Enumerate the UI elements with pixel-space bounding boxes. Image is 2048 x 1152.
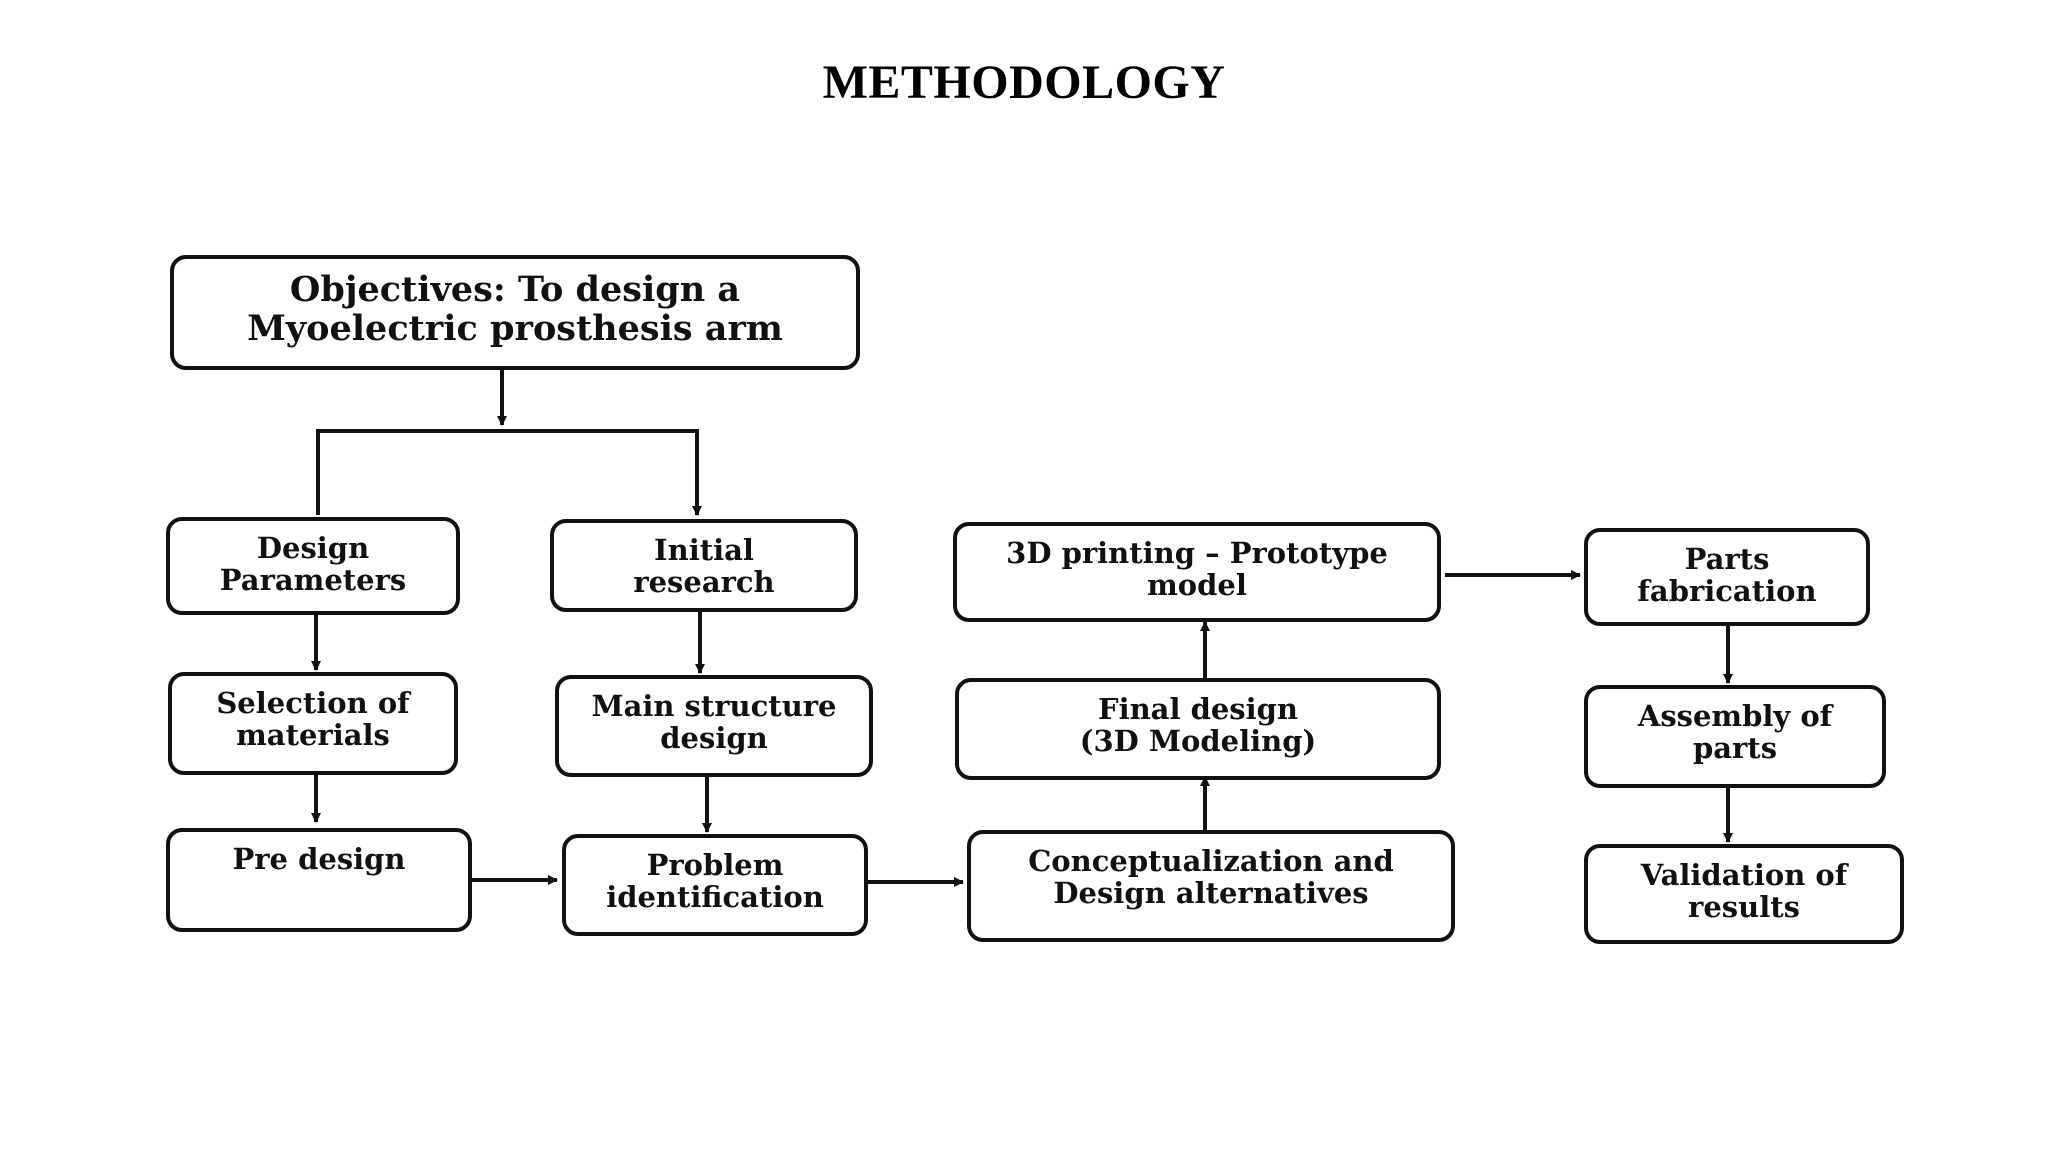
node-main-structure-line2: design (660, 720, 768, 755)
node-problem-line1: Problem (646, 848, 784, 882)
node-printing-line1: 3D printing – Prototype (1006, 536, 1388, 570)
node-parts-fabrication: Parts fabrication (1584, 528, 1870, 626)
node-initial-research-line1: Initial (654, 533, 754, 567)
node-problem-line2: identification (606, 879, 824, 914)
node-initial-research: Initial research (550, 519, 858, 612)
node-main-structure-design: Main structure design (555, 675, 873, 777)
node-pre-design: Pre design (166, 828, 472, 932)
node-selection-line1: Selection of (216, 686, 410, 720)
node-assembly-line1: Assembly of (1637, 699, 1833, 733)
node-objectives-line2: Myoelectric prosthesis arm (247, 307, 783, 349)
node-selection-line2: materials (236, 717, 390, 752)
node-final-design: Final design (3D Modeling) (955, 678, 1441, 780)
node-final-design-line1: Final design (1097, 692, 1299, 726)
node-objectives-line1: Objectives: To design a (289, 269, 741, 310)
node-validation-line2: results (1688, 889, 1800, 924)
node-printing-line2: model (1147, 567, 1247, 602)
node-fabrication-line1: Parts (1684, 542, 1770, 576)
node-validation-line1: Validation of (1640, 858, 1848, 892)
node-fabrication-line2: fabrication (1637, 573, 1817, 608)
node-assembly-line2: parts (1692, 730, 1778, 765)
node-validation-of-results: Validation of results (1584, 844, 1904, 944)
node-pre-design-line1: Pre design (232, 842, 406, 876)
node-design-parameters: Design Parameters (166, 517, 460, 615)
page-title: METHODOLOGY (822, 56, 1226, 109)
connector-branch (316, 429, 702, 516)
node-final-design-line2: (3D Modeling) (1079, 723, 1317, 758)
node-objectives: Objectives: To design a Myoelectric pros… (170, 255, 860, 370)
node-design-parameters-line2: Parameters (219, 562, 407, 597)
node-concept-line2: Design alternatives (1053, 875, 1369, 910)
node-conceptualization: Conceptualization and Design alternative… (967, 830, 1455, 942)
node-initial-research-line2: research (633, 564, 775, 599)
node-3d-printing-prototype: 3D printing – Prototype model (953, 522, 1441, 622)
node-concept-line1: Conceptualization and (1028, 844, 1394, 878)
node-assembly-of-parts: Assembly of parts (1584, 685, 1886, 788)
node-problem-identification: Problem identification (562, 834, 868, 936)
node-design-parameters-line1: Design (256, 531, 370, 565)
node-selection-of-materials: Selection of materials (168, 672, 458, 775)
node-main-structure-line1: Main structure (591, 689, 837, 723)
